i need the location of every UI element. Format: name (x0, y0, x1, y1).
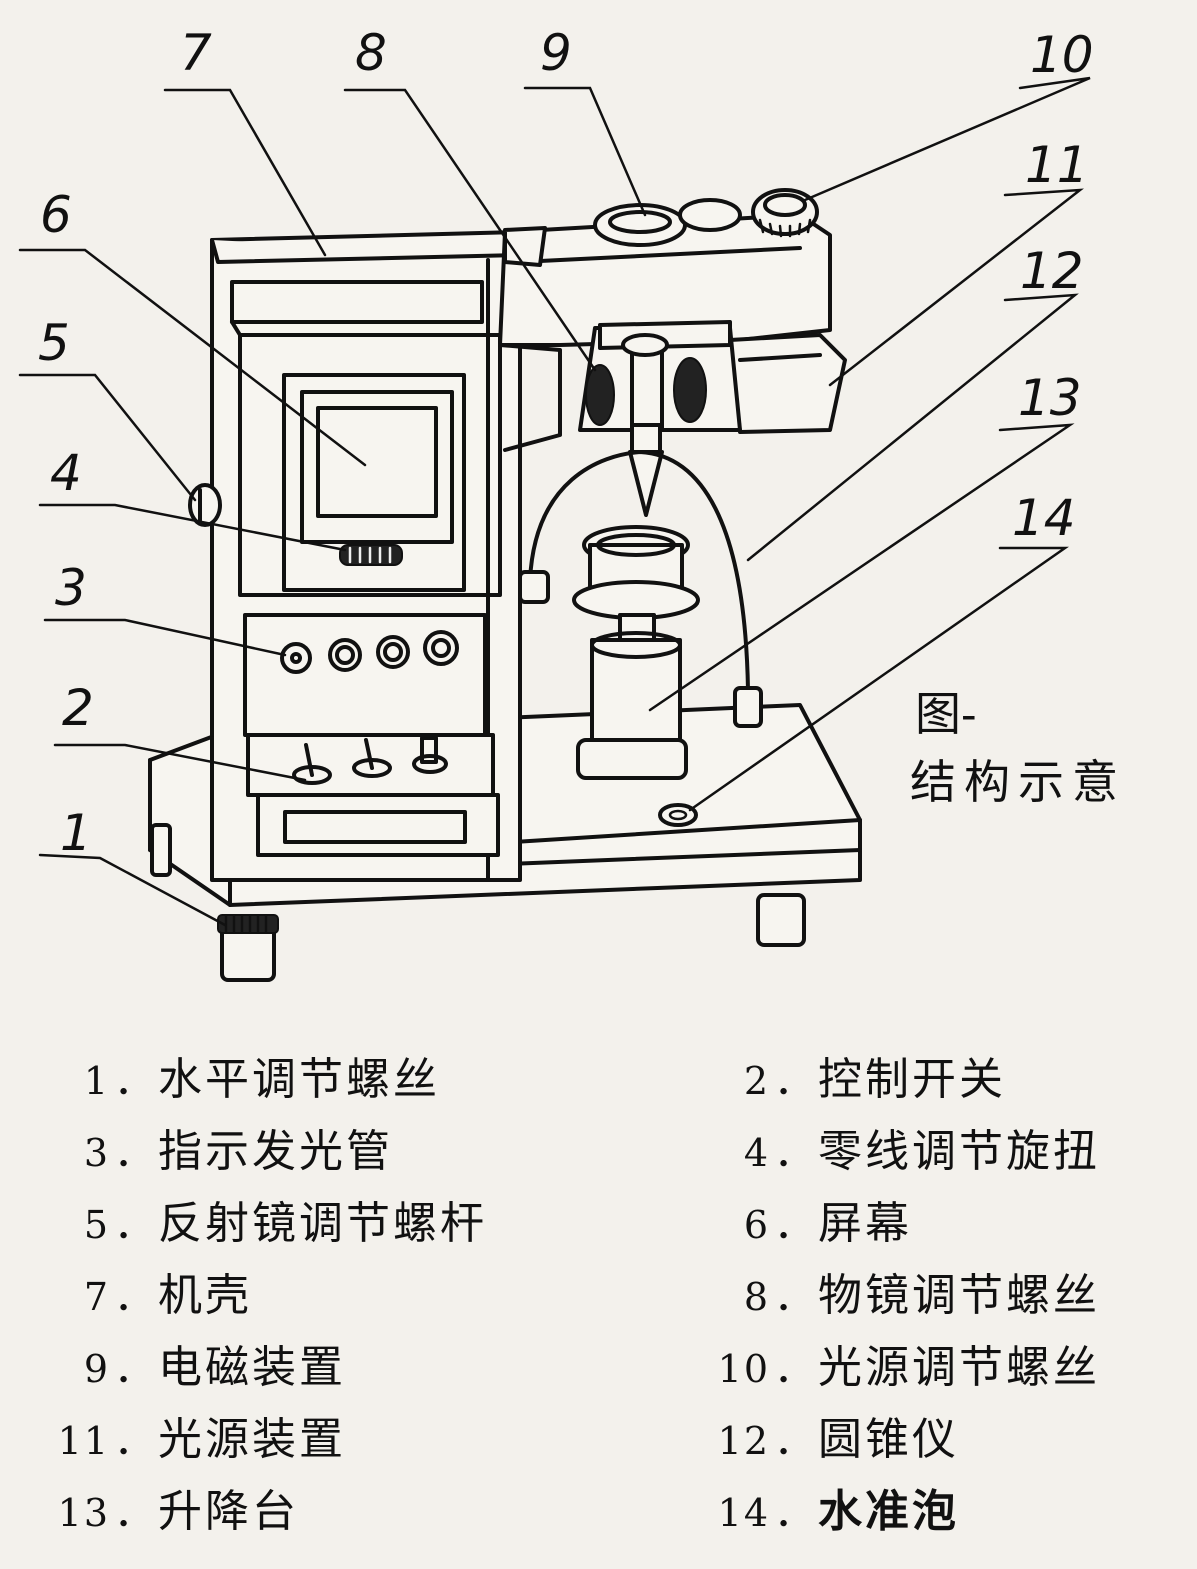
rear-foot (756, 893, 806, 947)
level-bubble (658, 803, 698, 827)
callout-9: 9 (540, 24, 572, 82)
legend-label: 光源装置 (158, 1414, 346, 1465)
callout-3: 3 (55, 559, 87, 617)
legend-item: 5．反射镜调节螺杆 (0, 1194, 487, 1254)
parts-legend: 1．水平调节螺丝 2．控制开关 3．指示发光管 4．零线调节旋扭 5．反射镜调节… (0, 1030, 1197, 1550)
objective-bracket (578, 320, 742, 432)
legend-item: 9．电磁装置 (0, 1338, 346, 1398)
legend-label: 水准泡 (818, 1486, 959, 1537)
legend-item: 6．屏幕 (660, 1194, 912, 1254)
leveling-screw-foot (217, 914, 279, 982)
legend-label: 屏幕 (818, 1198, 912, 1249)
legend-item: 8．物镜调节螺丝 (660, 1266, 1100, 1326)
figure-caption-line1: 图- (915, 687, 977, 741)
electromagnet (593, 198, 742, 247)
legend-item: 4．零线调节旋扭 (660, 1122, 1100, 1182)
light-source (728, 333, 847, 434)
legend-item: 11．光源装置 (0, 1410, 346, 1470)
cone-instrument-wire (518, 450, 763, 728)
callout-1: 1 (60, 804, 92, 862)
callout-10: 10 (1030, 26, 1094, 84)
figure-caption-line2: 结构示意 (910, 755, 1126, 809)
legend-label: 电磁装置 (158, 1342, 346, 1393)
control-switches (246, 733, 500, 857)
legend-label: 光源调节螺丝 (818, 1342, 1100, 1393)
callout-14: 14 (1012, 489, 1076, 547)
callout-13: 13 (1018, 369, 1082, 427)
legend-label: 指示发光管 (158, 1126, 393, 1177)
legend-label: 反射镜调节螺杆 (158, 1198, 487, 1249)
legend-item: 13．升降台 (0, 1482, 299, 1542)
legend-item: 3．指示发光管 (0, 1122, 393, 1182)
legend-label: 机壳 (158, 1270, 252, 1321)
leader-lines (18, 76, 1091, 927)
apparatus-diagram: 1 2 3 4 5 6 7 8 9 10 11 12 13 14 图- 结构示意 (18, 24, 1126, 982)
callout-4: 4 (50, 444, 82, 502)
legend-item: 10．光源调节螺丝 (660, 1338, 1100, 1398)
legend-label: 控制开关 (818, 1054, 1006, 1105)
callout-7: 7 (180, 24, 212, 82)
legend-label: 零线调节旋扭 (818, 1126, 1100, 1177)
legend-label: 升降台 (158, 1486, 299, 1537)
cone-needle (628, 423, 664, 517)
callout-2: 2 (62, 679, 94, 737)
legend-item: 1．水平调节螺丝 (0, 1050, 440, 1110)
legend-item: 7．机壳 (0, 1266, 252, 1326)
legend-item: 14．水准泡 (660, 1482, 959, 1542)
legend-item: 12．圆锥仪 (660, 1410, 959, 1470)
callout-12: 12 (1020, 242, 1084, 300)
zero-adjust-knob (339, 544, 403, 566)
legend-label: 物镜调节螺丝 (818, 1270, 1100, 1321)
legend-label: 圆锥仪 (818, 1414, 959, 1465)
screen (282, 373, 466, 592)
mirror-adjust-screw (188, 483, 222, 527)
callout-6: 6 (40, 186, 72, 244)
callout-5: 5 (38, 314, 70, 372)
callout-11: 11 (1025, 136, 1089, 194)
callout-numbers: 1 2 3 4 5 6 7 8 9 10 11 12 13 14 (38, 24, 1094, 862)
callout-8: 8 (355, 24, 387, 82)
light-source-adjust-screw (751, 188, 819, 238)
legend-label: 水平调节螺丝 (158, 1054, 440, 1105)
indicator-panel (243, 613, 487, 737)
legend-item: 2．控制开关 (660, 1050, 1006, 1110)
left-foot (150, 823, 172, 877)
lifting-stage (572, 525, 700, 780)
